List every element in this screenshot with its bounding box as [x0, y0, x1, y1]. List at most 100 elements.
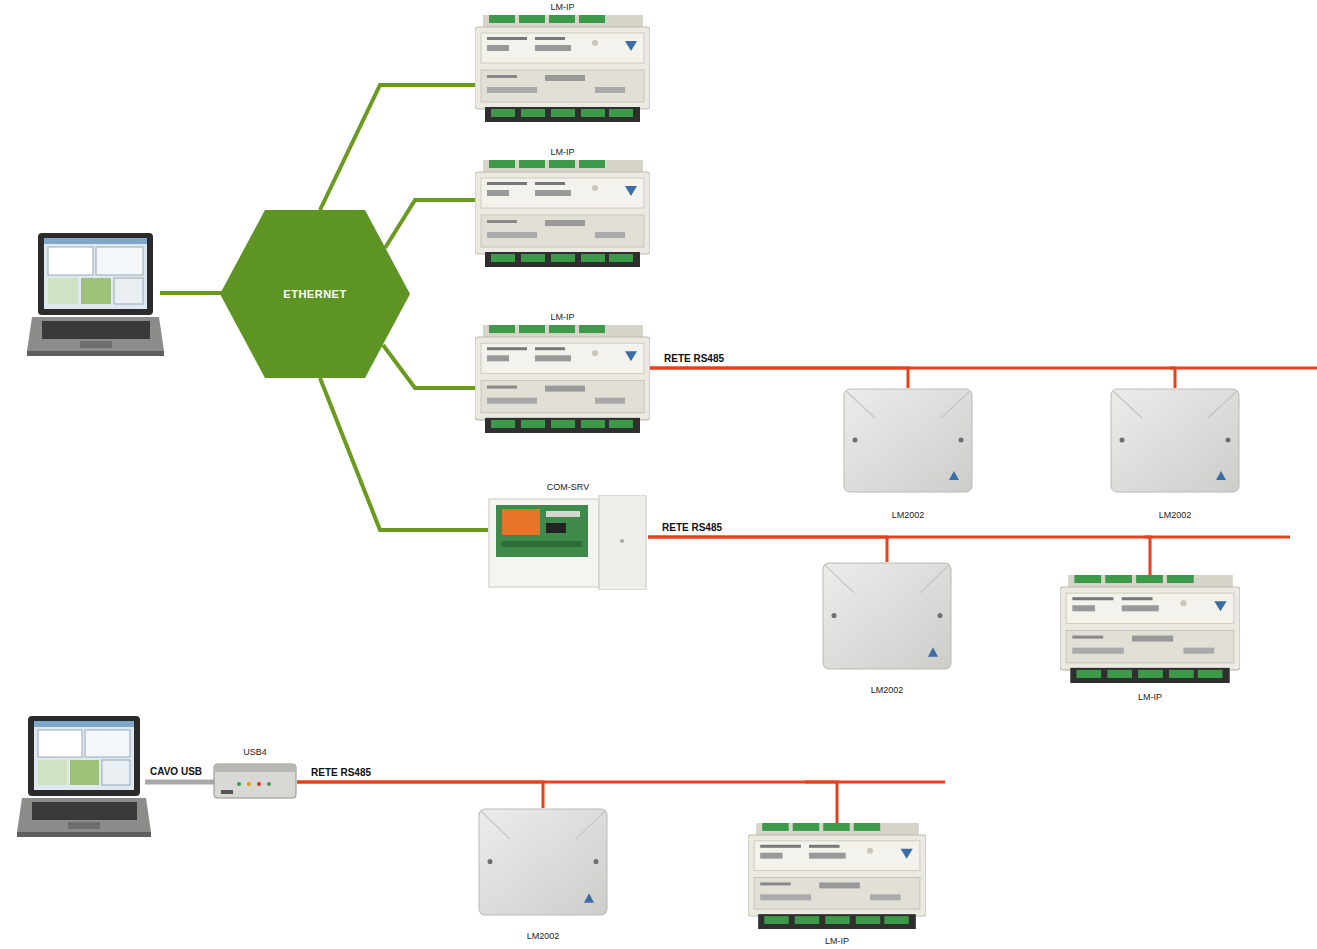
drawing-shape — [825, 916, 849, 924]
controller-module: LM-IP — [475, 311, 650, 433]
bus-label: RETE RS485 — [660, 522, 724, 534]
drawing-shape — [867, 848, 873, 854]
laptop-icon — [17, 716, 151, 837]
drawing-shape — [581, 109, 605, 117]
drawing-shape — [1198, 670, 1223, 678]
drawing-shape — [545, 386, 585, 392]
drawing-shape — [535, 355, 571, 361]
drawing-shape — [1060, 587, 1240, 670]
drawing-shape — [1122, 597, 1153, 600]
drawing-shape — [485, 418, 640, 433]
drawing-shape — [521, 420, 545, 428]
drawing-shape — [846, 391, 970, 418]
drawing-shape — [809, 845, 840, 848]
rs485-bus — [648, 537, 887, 562]
drawing-shape — [85, 730, 130, 757]
rs485-bus — [650, 368, 908, 388]
drawing-shape — [42, 321, 150, 339]
field-unit: LM2002 — [478, 808, 608, 942]
drawing-shape — [853, 438, 858, 443]
drawing-shape — [535, 190, 571, 196]
drawing-shape — [1138, 670, 1163, 678]
drawing-shape — [488, 495, 648, 590]
drawing-shape — [102, 760, 130, 785]
drawing-shape — [809, 853, 846, 859]
bus-label: RETE RS485 — [662, 353, 726, 365]
drawing-shape — [475, 172, 650, 254]
drawing-shape — [475, 337, 650, 420]
drawing-shape — [521, 109, 545, 117]
rs485-bus — [650, 368, 1175, 388]
drawing-shape — [754, 841, 920, 871]
drawing-shape — [38, 760, 67, 785]
drawing-shape — [832, 613, 837, 618]
drawing-shape — [17, 798, 151, 832]
drawing-shape — [487, 190, 509, 196]
drawing-shape — [70, 760, 99, 785]
drawing-shape — [1072, 636, 1103, 639]
drawing-shape — [762, 823, 788, 831]
drawing-shape — [579, 325, 605, 333]
drawing-shape — [884, 916, 908, 924]
drawing-shape — [487, 232, 537, 238]
drawing-shape — [48, 278, 78, 304]
drawing-shape — [1180, 600, 1186, 606]
drawing-shape — [27, 351, 164, 356]
drawing-shape — [502, 541, 582, 547]
drawing-shape — [481, 215, 644, 247]
device-picture — [748, 823, 926, 929]
drawing-shape — [485, 252, 640, 267]
device-name: LM2002 — [527, 930, 560, 942]
device-picture — [475, 15, 650, 122]
device-name: USB4 — [243, 746, 267, 758]
drawing-shape — [44, 238, 147, 244]
drawing-shape — [1169, 670, 1194, 678]
drawing-shape — [502, 509, 540, 535]
device-name: LM-IP — [550, 311, 574, 323]
drawing-shape — [1170, 367, 1317, 370]
drawing-shape — [214, 764, 296, 772]
drawing-shape — [145, 780, 215, 785]
controller-module: LM-IP — [748, 823, 926, 947]
drawing-shape — [579, 160, 605, 168]
drawing-shape — [491, 254, 515, 262]
drawing-shape — [1183, 648, 1214, 654]
drawing-shape — [1105, 575, 1132, 583]
drawing-shape — [481, 70, 644, 102]
drawing-shape — [535, 182, 565, 185]
drawing-shape — [760, 882, 791, 885]
device-picture — [478, 808, 608, 916]
drawing-shape — [1145, 536, 1290, 539]
device-picture — [488, 495, 648, 590]
drawing-shape — [1216, 471, 1226, 480]
drawing-shape — [487, 37, 527, 40]
drawing-shape — [1122, 605, 1159, 611]
rs485-bus — [297, 782, 543, 808]
drawing-shape — [475, 15, 650, 122]
drawing-shape — [114, 278, 143, 304]
drawing-shape — [481, 178, 644, 208]
controller-module: LM-IP — [475, 146, 650, 267]
drawing-shape — [581, 254, 605, 262]
drawing-shape — [592, 350, 598, 356]
drawing-shape — [481, 811, 605, 839]
drawing-shape — [487, 45, 509, 51]
drawing-shape — [475, 27, 650, 109]
drawing-shape — [1132, 636, 1173, 642]
drawing-shape — [1066, 593, 1234, 623]
drawing-shape — [34, 721, 134, 790]
drawing-shape — [487, 347, 527, 350]
drawing-shape — [487, 386, 517, 389]
drawing-shape — [1113, 391, 1237, 418]
ethernet-link — [320, 85, 475, 210]
drawing-shape — [843, 388, 973, 493]
drawing-shape — [793, 823, 819, 831]
drawing-shape — [595, 87, 625, 93]
device-picture — [475, 325, 650, 433]
drawing-shape — [1110, 388, 1240, 493]
drawing-shape — [545, 75, 585, 81]
drawing-shape — [959, 438, 964, 443]
controller-module: LM-IP — [1060, 575, 1240, 703]
device-name: LM-IP — [1138, 691, 1162, 703]
drawing-shape — [748, 835, 926, 916]
